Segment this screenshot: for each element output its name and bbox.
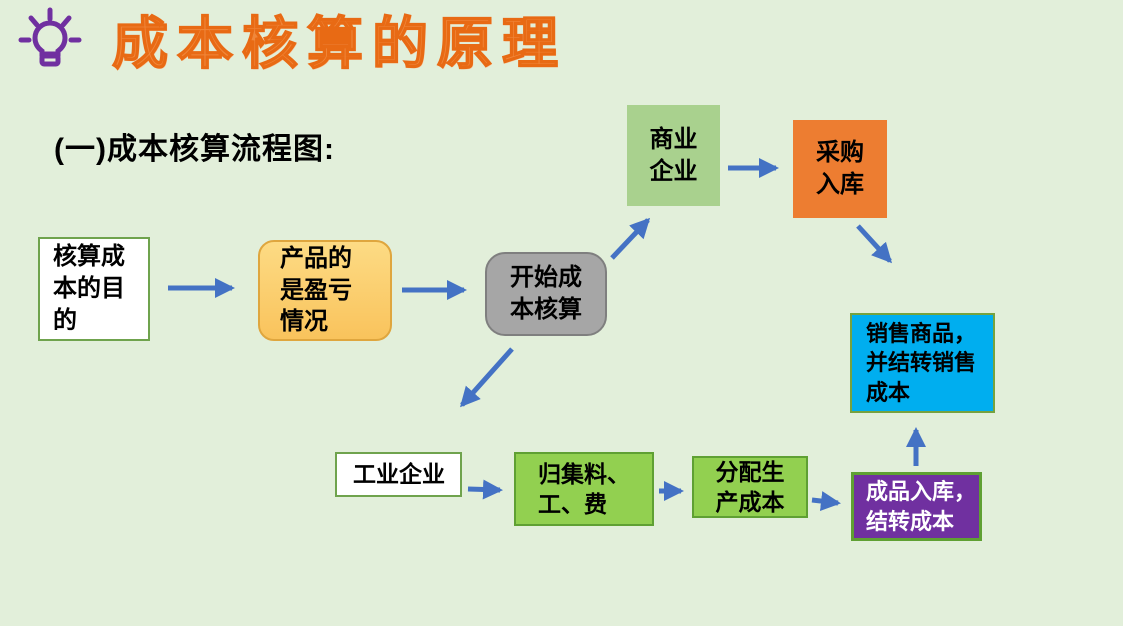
node-collect-costs: 归集料、 工、费 [514, 452, 654, 526]
node-label: 商业 企业 [649, 125, 698, 185]
node-commercial-enterprise: 商业 企业 [627, 105, 720, 206]
node-label: 分配生 产成本 [715, 458, 785, 515]
section-heading: (一)成本核算流程图: [54, 133, 335, 166]
page-title: 成本核算的原理 [111, 11, 567, 77]
node-cost-goal: 核算成 本的目 的 [38, 237, 150, 341]
node-label: 产品的 是盈亏 情况 [280, 244, 352, 336]
node-start-accounting: 开始成 本核算 [485, 252, 607, 336]
arrow-allocate-to-finished [811, 491, 841, 511]
arrow-start-to-commercial [610, 217, 651, 260]
node-label: 采购 入库 [816, 139, 864, 198]
node-label: 销售商品， 并结转销售 成本 [866, 321, 977, 405]
node-label: 核算成 本的目 的 [53, 243, 125, 334]
node-label: 工业企业 [353, 461, 445, 488]
node-sell-goods: 销售商品， 并结转销售 成本 [850, 313, 995, 413]
node-label: 开始成 本核算 [510, 264, 582, 323]
node-industrial-enterprise: 工业企业 [335, 452, 462, 497]
lightbulb-icon [12, 4, 88, 80]
node-label: 成品入库， 结转成本 [866, 479, 977, 534]
arrow-start-to-industrial [460, 347, 514, 408]
arrow-industrial-to-collect [467, 479, 503, 500]
node-allocate-production-cost: 分配生 产成本 [692, 456, 808, 518]
node-purchase-inbound: 采购 入库 [793, 120, 887, 218]
arrow-purchase-to-sales [856, 224, 893, 264]
node-label: 归集料、 工、费 [538, 460, 630, 517]
node-product-profit: 产品的 是盈亏 情况 [258, 240, 392, 341]
node-finished-goods-inbound: 成品入库， 结转成本 [851, 472, 982, 541]
